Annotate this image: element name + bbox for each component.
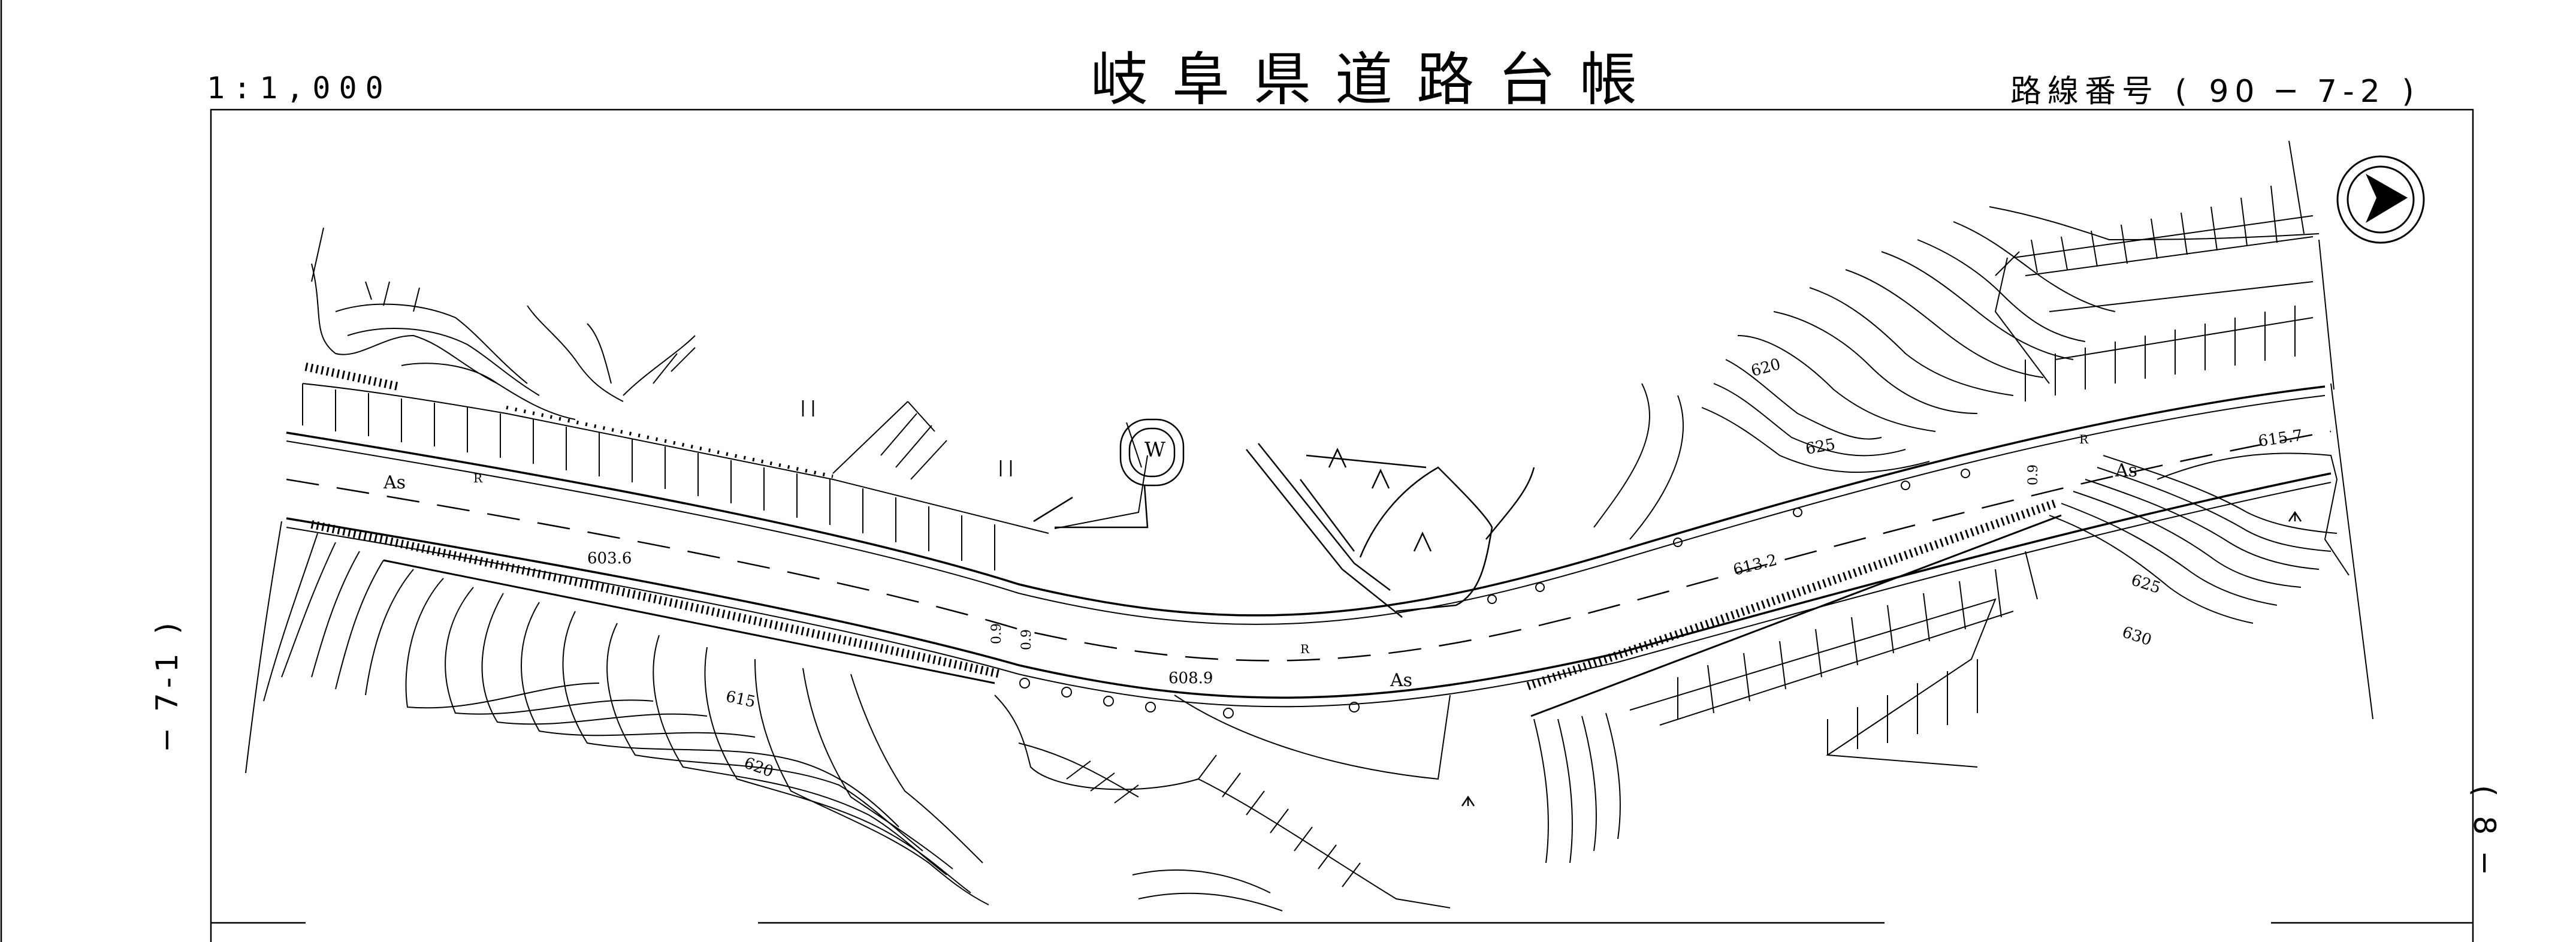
road-mark-r: R — [1300, 642, 1310, 656]
water-tank — [1119, 418, 1185, 487]
road-mark-r: R — [473, 471, 483, 485]
spot-elevation: 608.9 — [1168, 669, 1213, 687]
retaining-wall-upper-left — [304, 363, 400, 391]
retaining-wall-left — [310, 520, 1002, 678]
contours-upper-right — [1593, 140, 2373, 720]
spot-elevation: 603.6 — [587, 550, 632, 567]
mountain-symbol — [1461, 795, 1475, 807]
mountain-symbol — [2288, 511, 2302, 522]
upper-wall-left — [506, 406, 833, 478]
retaining-wall-left-line — [383, 559, 995, 684]
boundary-marker: 0.9 — [1019, 629, 1034, 650]
contour-label: 620 — [742, 754, 776, 781]
surface-label-as: As — [2115, 460, 2137, 481]
spot-elevation: 615.7 — [2257, 427, 2304, 451]
map-frame — [210, 108, 2474, 942]
surface-label-as: As — [1390, 670, 1412, 691]
terrain-upper-left — [311, 227, 696, 420]
slope-lower-center — [994, 695, 1451, 908]
boundary-marker: 0.9 — [989, 623, 1004, 644]
retaining-wall-right — [1526, 499, 2057, 690]
road-mark-r: R — [2079, 432, 2089, 446]
slope-hatching-upper-left — [302, 383, 1148, 570]
contours-lower-left — [245, 521, 1283, 911]
ditch-structure — [1033, 418, 1535, 618]
contour-label: 630 — [2120, 623, 2154, 650]
sheet-title: 岐阜県道路台帳 — [1091, 46, 1661, 113]
route-number: 路線番号 ( 90 ─ 7-2 ) — [2010, 74, 2420, 110]
retaining-wall-right-line — [1530, 514, 2062, 717]
land-use-symbols — [802, 400, 2302, 807]
north-arrow-icon — [2336, 155, 2425, 244]
contour-label: 620 — [1749, 355, 1783, 381]
road-edge-lower — [286, 472, 2332, 699]
road-markers — [1019, 469, 1970, 718]
contour-label: 625 — [1804, 436, 1837, 458]
road-edge-lower-inner — [286, 482, 2332, 708]
road-edge-upper — [286, 385, 2326, 617]
spot-elevation: 613.2 — [1731, 551, 1778, 579]
scale-label: 1:1,000 — [207, 71, 392, 105]
boundary-marker: 0.9 — [2026, 464, 2041, 485]
surface-label-as: As — [383, 472, 406, 493]
road-edge-upper-inner — [286, 395, 2326, 625]
contour-label: 615 — [724, 688, 757, 712]
contour-label: 625 — [2129, 571, 2163, 597]
road-centerline — [286, 430, 2332, 662]
contours-lower-right — [1533, 452, 2349, 864]
water-symbol: W — [1144, 438, 1165, 462]
